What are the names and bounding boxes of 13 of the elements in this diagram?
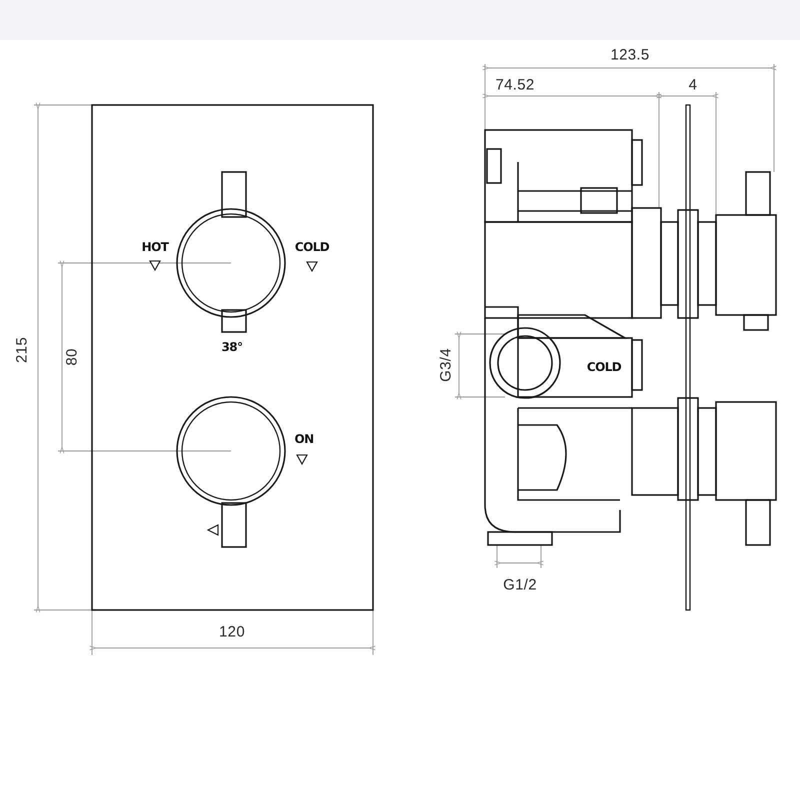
marking-text: COLD (586, 361, 622, 373)
marking-text: HOT (142, 241, 168, 253)
marking-text: COLD (294, 241, 330, 253)
dimension-label: 74.52 (495, 78, 535, 92)
dimension-label: 120 (219, 624, 245, 640)
marking-text: 38° (222, 341, 242, 353)
dimension-label: 123.5 (610, 48, 650, 62)
marking-text: ON (294, 433, 314, 445)
dimension-label: 215 (14, 337, 30, 363)
dimension-label: G1/2 (503, 578, 537, 592)
dimension-label: G3/4 (438, 348, 454, 382)
dimension-label: 4 (688, 78, 698, 92)
dimension-label: 80 (64, 348, 80, 366)
